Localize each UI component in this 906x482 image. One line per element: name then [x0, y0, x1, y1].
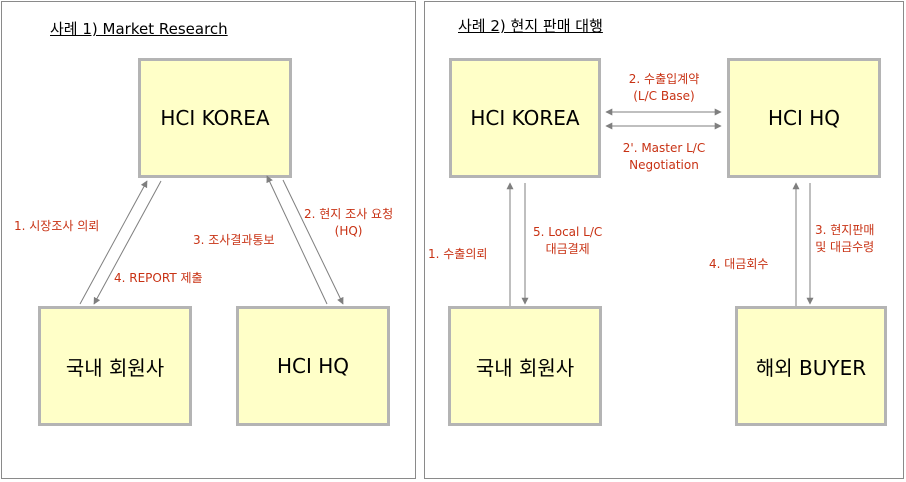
case2-local-lc-line2: 대금결제 [545, 242, 590, 256]
case1-report-label: 4. REPORT 제출 [114, 271, 203, 285]
case2-contract-label: 2. 수출입계약 (L/C Base) [609, 71, 719, 105]
case2-buyer-box: 해외 BUYER [735, 306, 887, 426]
case2-title: 사례 2) 현지 판매 대행 [458, 17, 603, 35]
case1-notify-arrow [266, 175, 328, 305]
case2-export-request-label: 1. 수출의뢰 [428, 247, 488, 261]
case2-sales-label: 3. 현지판매 및 대금수령 [815, 222, 874, 256]
case2-local-lc-line1: 5. Local L/C [533, 225, 603, 239]
case1-member-box: 국내 회원사 [38, 306, 192, 426]
case2-member-box: 국내 회원사 [448, 306, 602, 426]
case2-collection-label: 4. 대금회수 [709, 257, 769, 271]
case2-contract-line2: (L/C Base) [633, 89, 695, 103]
case2-sales-line2: 및 대금수령 [815, 240, 875, 254]
case1-notify-label: 3. 조사결과통보 [193, 233, 275, 247]
case1-report-arrow [93, 180, 162, 305]
case1-hci-hq-box: HCI HQ [236, 306, 390, 426]
case1-request-arrow [79, 180, 148, 305]
case2-master-line1: 2'. Master L/C [622, 141, 706, 155]
case1-request-label: 1. 시장조사 의뢰 [14, 219, 100, 233]
case2-contract-line1: 2. 수출입계약 [628, 72, 700, 86]
case1-local-survey-label: 2. 현지 조사 요청 (HQ) [304, 206, 393, 240]
case1-hci-korea-box: HCI KOREA [138, 58, 292, 178]
case2-local-lc-label: 5. Local L/C 대금결제 [533, 224, 602, 258]
case2-hci-korea-box: HCI KOREA [449, 58, 601, 178]
case1-local-survey-line1: 2. 현지 조사 요청 [304, 207, 394, 221]
case1-local-survey-line2: (HQ) [334, 224, 363, 238]
case1-title: 사례 1) Market Research [50, 20, 228, 38]
case2-master-line2: Negotiation [629, 158, 699, 172]
case2-master-label: 2'. Master L/C Negotiation [609, 140, 719, 174]
case2-sales-line1: 3. 현지판매 [815, 223, 875, 237]
case2-hci-hq-box: HCI HQ [727, 58, 881, 178]
case1-survey-arrow [282, 179, 344, 305]
